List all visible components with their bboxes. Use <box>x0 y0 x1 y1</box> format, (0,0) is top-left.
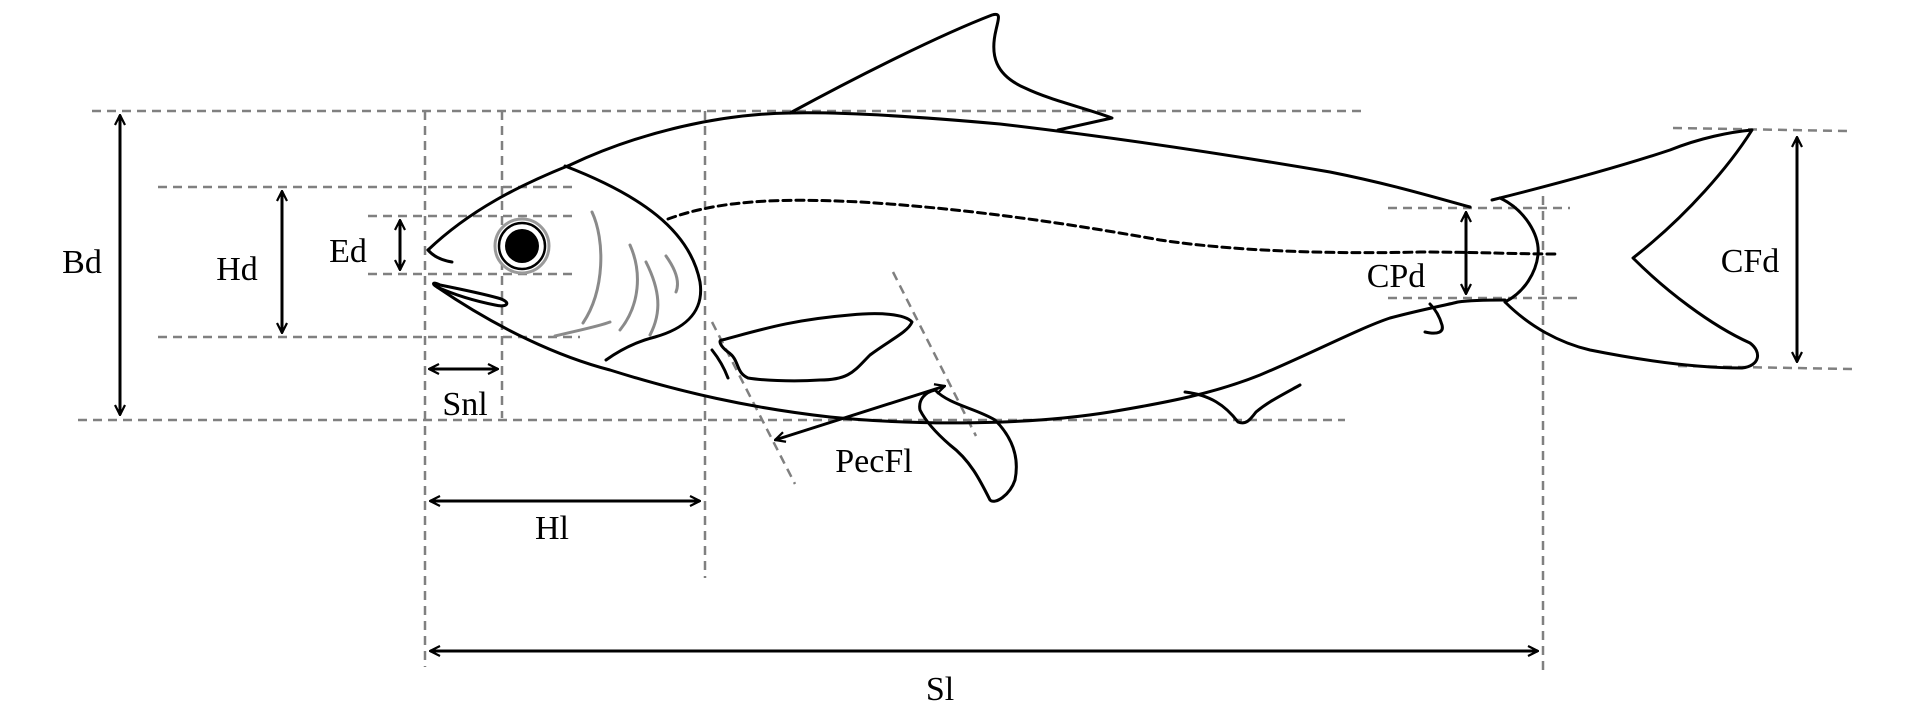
measurement-labels: Bd Hd Ed Snl Hl PecFl CPd CFd Sl <box>62 233 1779 708</box>
label-snout-length: Snl <box>442 386 487 423</box>
label-pectoral-fin-length: PecFl <box>835 443 912 480</box>
lateral-line <box>666 198 1557 256</box>
guide-pectoral-base <box>710 321 797 485</box>
guide-fork-top <box>1672 126 1849 133</box>
label-head-length: Hl <box>535 510 569 547</box>
label-caudal-peduncle-depth: CPd <box>1367 258 1426 295</box>
arrow-pectoral-fin-length <box>775 386 945 440</box>
gill-arcs <box>553 210 680 338</box>
pelvic-fin <box>918 388 1018 503</box>
fish-snout-upper <box>426 248 454 264</box>
operculum-edge <box>563 164 703 362</box>
fish-dorsal-outline <box>426 111 1472 252</box>
measurement-arrows <box>120 115 1797 651</box>
eye-pupil <box>505 229 539 263</box>
fish-illustration <box>426 12 1759 503</box>
anal-fin <box>1183 383 1302 425</box>
pectoral-fin-base <box>710 348 730 380</box>
caudal-peduncle-bump <box>1423 302 1444 335</box>
label-caudal-fork-depth: CFd <box>1721 243 1780 280</box>
label-head-depth: Hd <box>216 251 258 288</box>
fish-lower-jaw <box>432 281 509 308</box>
fish-ventral-outline <box>435 285 1507 425</box>
label-eye-diameter: Ed <box>329 233 367 270</box>
caudal-fin-base <box>1498 196 1540 304</box>
guide-lines <box>78 109 1854 672</box>
pectoral-fin <box>718 312 914 383</box>
label-standard-length: Sl <box>926 671 954 708</box>
guide-pectoral-tip <box>891 271 978 437</box>
label-body-depth: Bd <box>62 244 102 281</box>
dorsal-fin <box>788 12 1114 132</box>
caudal-fin <box>1490 128 1759 370</box>
